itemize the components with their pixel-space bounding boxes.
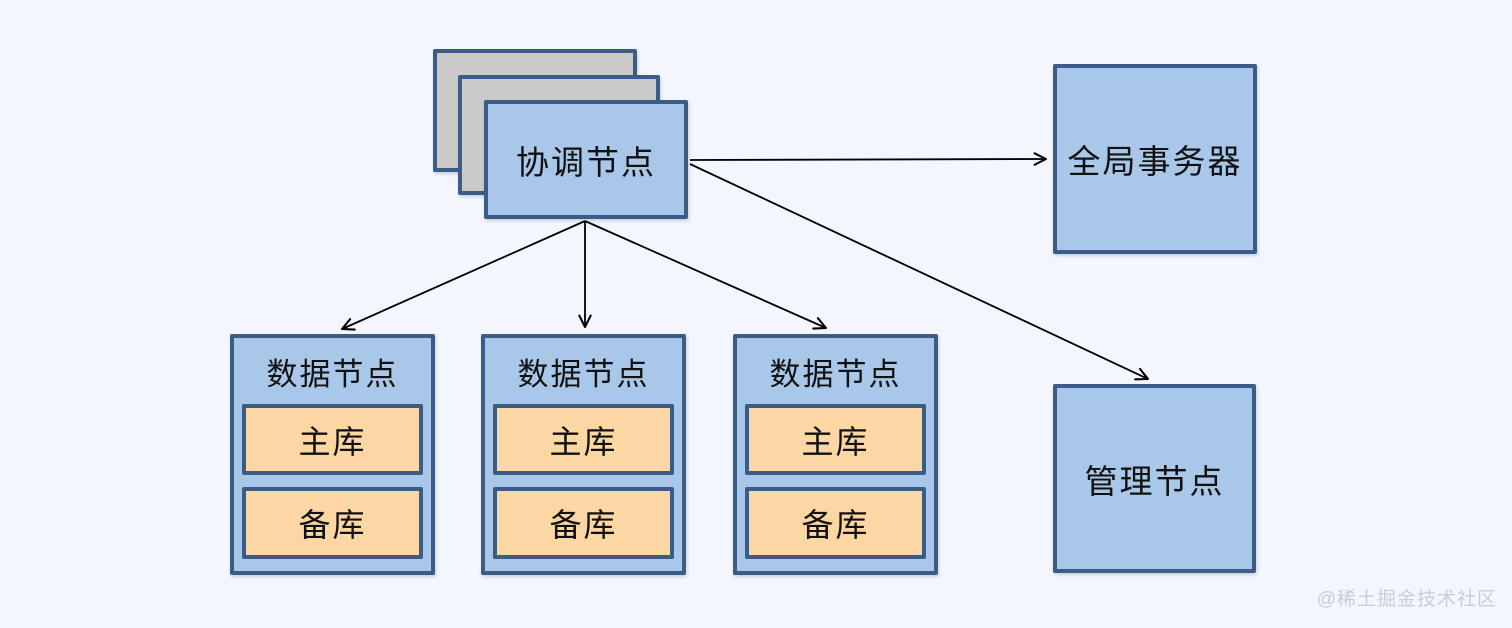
node-data-3: 数据节点 主库 备库 [733, 334, 938, 575]
node-global-transaction-manager: 全局事务器 [1053, 64, 1257, 254]
edge-coordinator-to-datanode-3 [584, 220, 828, 330]
global-transaction-manager-label: 全局事务器 [1067, 143, 1243, 180]
watermark-text: @稀土掘金技术社区 [1316, 589, 1497, 610]
node-data-2: 数据节点 主库 备库 [481, 334, 686, 575]
data-node-2-standby-db: 备库 [493, 487, 674, 559]
data-node-1-standby-db: 备库 [242, 487, 423, 559]
node-management: 管理节点 [1053, 384, 1256, 573]
data-node-1-primary-db: 主库 [242, 404, 423, 475]
management-node-label: 管理节点 [1084, 462, 1225, 500]
node-coordinator: 协调节点 [484, 100, 688, 219]
data-node-2-primary-db: 主库 [493, 404, 674, 475]
data-node-3-standby-db: 备库 [745, 487, 926, 559]
data-node-3-primary-db: 主库 [745, 404, 926, 475]
edge-coordinator-to-datanode-1 [340, 220, 586, 331]
data-node-1-title: 数据节点 [266, 356, 399, 392]
node-data-1: 数据节点 主库 备库 [230, 334, 435, 575]
coordinator-label: 协调节点 [516, 143, 656, 181]
data-node-3-title: 数据节点 [769, 356, 902, 392]
data-node-2-title: 数据节点 [517, 356, 650, 392]
edge-coordinator-to-gtm [689, 152, 1048, 166]
